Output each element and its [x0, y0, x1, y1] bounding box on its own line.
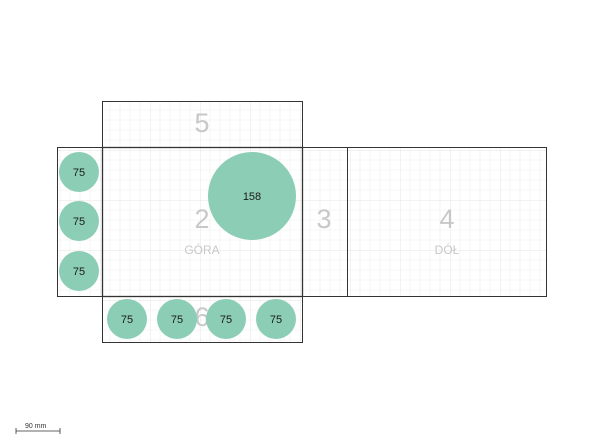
hole-left-2-label: 75 [73, 216, 85, 228]
scale-bar-label: 90 mm [25, 423, 47, 430]
hole-bottom-4-label: 75 [270, 314, 282, 326]
hole-bottom-1-label: 75 [121, 314, 133, 326]
panel-grids [57, 101, 546, 342]
hole-left-2: 75 [59, 201, 99, 241]
hole-left-1-label: 75 [73, 167, 85, 179]
hole-bottom-1: 75 [107, 299, 147, 339]
panel-3-number: 3 [316, 204, 331, 234]
panel-2-number: 2 [194, 204, 209, 234]
panel-5-number: 5 [194, 108, 209, 138]
panel-6-outline [102, 296, 303, 343]
hole-bottom-2-label: 75 [171, 314, 183, 326]
scale-bar: 90 mm [15, 423, 61, 434]
hole-bottom-3-label: 75 [220, 314, 232, 326]
hole-big-label: 158 [243, 191, 261, 203]
panel-4-outline [347, 147, 547, 297]
hole-bottom-2: 75 [157, 299, 197, 339]
hole-left-1: 75 [59, 152, 99, 192]
panel-2-label: GÓRA [184, 242, 219, 257]
hole-bottom-4: 75 [256, 299, 296, 339]
panel-4-number: 4 [439, 204, 454, 234]
hole-bottom-3: 75 [206, 299, 246, 339]
panel-6-number: 6 [194, 302, 209, 332]
hole-left-3: 75 [59, 251, 99, 291]
panel-4-label: DÓŁ [435, 242, 460, 257]
hole-left-3-label: 75 [73, 266, 85, 278]
hole-big: 158 [208, 152, 296, 240]
